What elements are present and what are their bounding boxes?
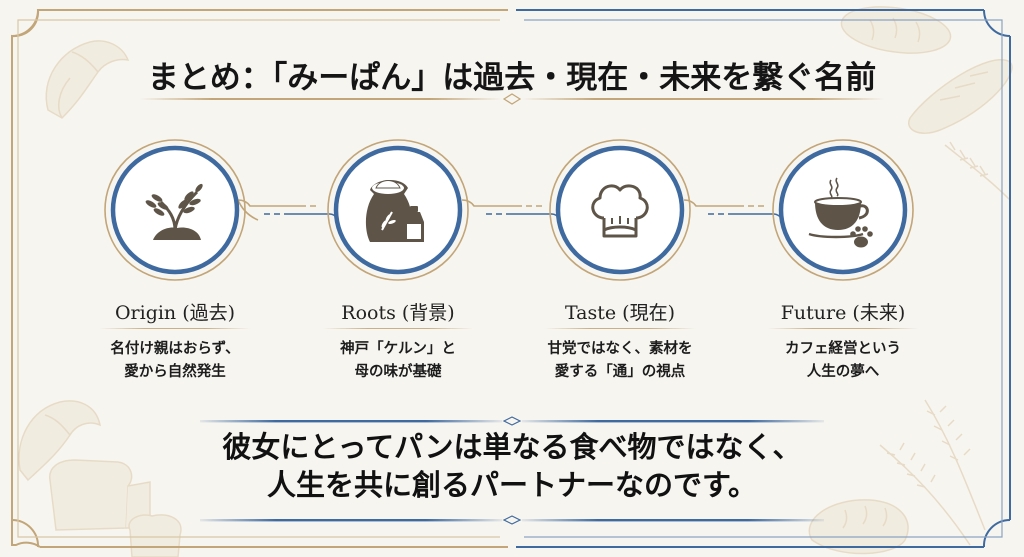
closing-line: 彼女にとってパンは単なる食べ物ではなく、 [222, 430, 802, 464]
step-description-line: 神戸「ケルン」と [340, 341, 456, 357]
step-label: Roots (背景) [341, 302, 455, 324]
flour-sack-milk-icon [365, 179, 424, 242]
closing-divider-bottom [200, 515, 824, 525]
closing-divider-top [200, 416, 824, 426]
step-description-line: カフェ経営という [785, 341, 901, 357]
page-title: まとめ：「みーぱん」は過去・現在・未来を繋ぐ名前 [147, 60, 877, 96]
step-description-line: 愛から自然発生 [124, 364, 226, 380]
step-description-line: 甘党ではなく、素材を [547, 341, 693, 357]
title-divider [140, 93, 884, 105]
step-description-line: 愛する「通」の視点 [554, 364, 686, 380]
step-divider [100, 328, 250, 329]
step-divider [768, 328, 918, 329]
step-description: カフェ経営という 人生の夢へ [743, 338, 943, 384]
coffee-cup-paw-icon [808, 177, 873, 248]
step-circle [772, 139, 914, 281]
step-description-line: 名付け親はおらず、 [110, 341, 240, 357]
step-circle [327, 139, 469, 281]
step-divider [545, 328, 695, 329]
step-circle [549, 139, 691, 281]
step-label: Taste (現在) [564, 302, 676, 324]
bread-slice-icon [128, 514, 182, 557]
wheat-sprout-icon [145, 183, 203, 240]
bread-loaf-icon [840, 6, 952, 54]
closing-message: 彼女にとってパンは単なる食べ物ではなく、 人生を共に創るパートナーなのです。 [0, 428, 1024, 504]
step-description-line: 人生の夢へ [806, 364, 880, 380]
step-description: 名付け親はおらず、 愛から自然発生 [75, 338, 275, 384]
chef-hat-icon [591, 184, 649, 238]
step-divider [323, 328, 473, 329]
closing-line: 人生を共に創るパートナーなのです。 [266, 468, 758, 502]
paw-icon [850, 226, 873, 248]
bread-loaf-icon [808, 499, 909, 555]
step-description: 神戸「ケルン」と 母の味が基礎 [298, 338, 498, 384]
step-circle [104, 139, 246, 281]
step-description: 甘党ではなく、素材を 愛する「通」の視点 [520, 338, 720, 384]
step-label: Future (未来) [780, 302, 906, 324]
step-label: Origin (過去) [114, 302, 236, 324]
step-description-line: 母の味が基礎 [354, 364, 442, 380]
